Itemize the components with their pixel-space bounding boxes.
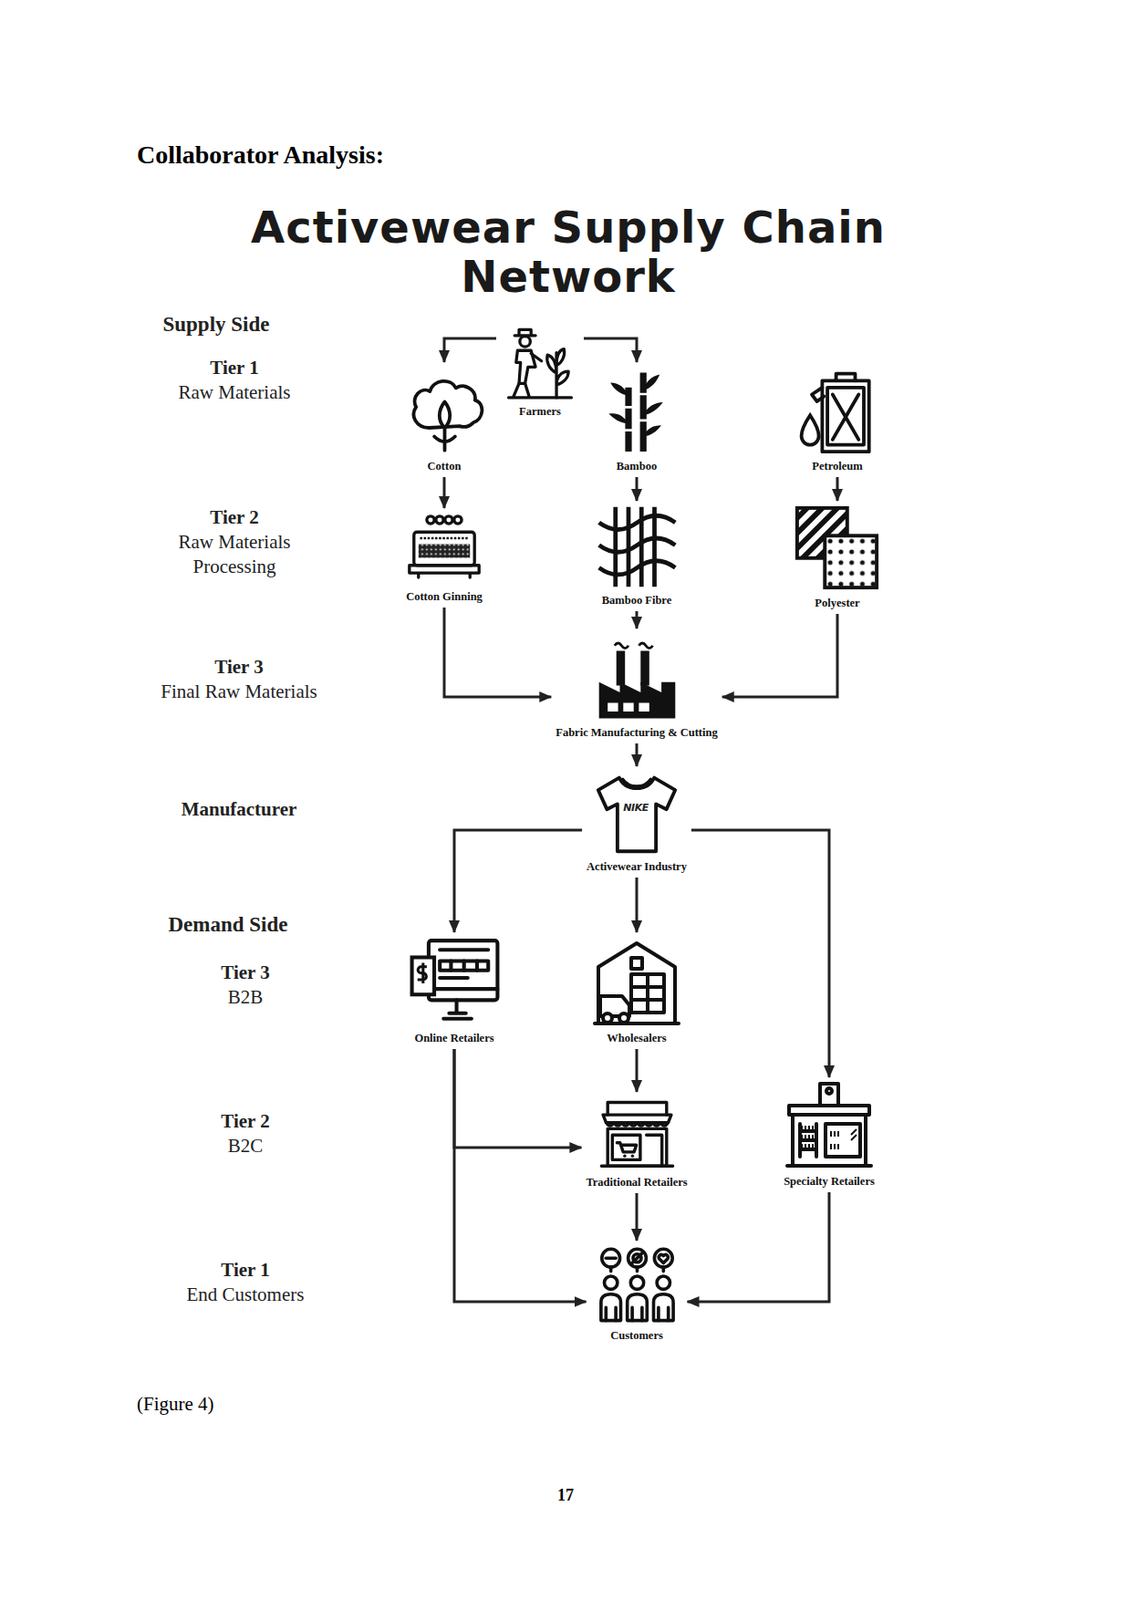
side-label: Raw Materials Processing <box>166 529 303 580</box>
flow-arrow <box>691 830 830 1078</box>
supply-chain-node: Customers <box>589 1243 686 1343</box>
flow-arrow <box>454 1048 587 1302</box>
node-caption: Petroleum <box>810 459 864 474</box>
side-label: Manufacturer <box>181 797 298 822</box>
node-icon <box>791 503 883 593</box>
page-number: 17 <box>557 1483 574 1508</box>
side-label: Demand Side <box>168 912 289 937</box>
flow-arrow <box>687 1192 830 1302</box>
node-icon <box>794 367 882 457</box>
flow-arrow <box>635 1048 639 1092</box>
node-icon <box>783 1080 875 1172</box>
side-label: Raw Materials <box>177 380 291 406</box>
supply-chain-node: Specialty Retailers <box>781 1080 877 1189</box>
node-caption: Cotton Ginning <box>404 590 485 604</box>
node-caption: Bamboo Fibre <box>600 593 675 608</box>
side-label: Tier 3 <box>220 960 270 986</box>
node-icon <box>394 510 495 587</box>
node-caption: Customers <box>608 1329 665 1343</box>
node-icon <box>589 1243 686 1326</box>
node-icon <box>591 934 683 1029</box>
node-caption: Wholesalers <box>604 1031 668 1046</box>
flow-arrow <box>443 477 447 509</box>
logo-text: NIKE <box>623 801 648 814</box>
side-label: Tier 2 <box>209 505 259 530</box>
node-icon <box>406 934 503 1029</box>
flow-arrow <box>583 338 637 363</box>
flow-arrow <box>454 1048 582 1148</box>
node-caption: Online Retailers <box>412 1031 496 1046</box>
supply-chain-node: Farmers <box>498 326 582 419</box>
node-caption: Cotton <box>425 459 464 474</box>
node-icon <box>593 503 681 591</box>
side-label: Tier 3 <box>214 654 263 680</box>
node-icon <box>498 326 582 402</box>
flow-arrow <box>635 1193 639 1241</box>
side-label: End Customers <box>186 1282 305 1308</box>
flow-arrow <box>444 338 497 363</box>
node-caption: Polyester <box>812 596 862 611</box>
side-label: Supply Side <box>163 311 271 337</box>
side-label: B2C <box>228 1133 264 1159</box>
node-caption: Bamboo <box>614 459 659 474</box>
supply-chain-node: Polyester <box>791 503 883 611</box>
supply-chain-node: Activewear Industry <box>584 768 689 874</box>
node-icon <box>595 364 678 457</box>
flow-arrow <box>635 743 639 767</box>
node-caption: Traditional Retailers <box>583 1175 689 1190</box>
flow-arrow <box>836 477 840 501</box>
flow-arrow <box>454 830 582 933</box>
node-icon <box>589 1094 686 1173</box>
node-caption: Specialty Retailers <box>781 1174 877 1189</box>
node-caption: Activewear Industry <box>584 860 689 874</box>
supply-chain-node: Wholesalers <box>591 934 683 1046</box>
supply-chain-node: Traditional Retailers <box>583 1094 689 1190</box>
flow-arrow <box>722 613 838 697</box>
flow-arrow <box>444 607 551 697</box>
supply-chain-node: Cotton <box>401 364 489 474</box>
side-label: Final Raw Materials <box>160 679 317 705</box>
node-icon <box>401 364 489 457</box>
side-label: Tier 2 <box>220 1109 270 1134</box>
node-caption: Farmers <box>517 405 563 419</box>
node-caption: Fabric Manufacturing & Cutting <box>553 726 719 740</box>
supply-chain-node: Cotton Ginning <box>394 510 495 604</box>
flow-arrow <box>635 611 639 629</box>
side-label: Tier 1 <box>209 355 259 381</box>
supply-chain-node: Petroleum <box>794 367 882 474</box>
side-label: Collaborator Analysis: <box>136 139 385 171</box>
side-label: B2B <box>228 985 264 1010</box>
supply-chain-node: Fabric Manufacturing & Cutting <box>553 631 719 740</box>
supply-chain-node: Online Retailers <box>406 934 503 1046</box>
node-icon <box>593 631 681 723</box>
supply-chain-node: Bamboo Fibre <box>593 503 681 608</box>
supply-chain-node: Bamboo <box>595 364 678 474</box>
side-label: Tier 1 <box>220 1257 270 1283</box>
flow-arrow <box>635 477 639 501</box>
flow-arrow <box>634 877 638 933</box>
diagram-title: Activewear Supply Chain Network <box>194 202 943 302</box>
figure-caption: (Figure 4) <box>136 1391 215 1417</box>
